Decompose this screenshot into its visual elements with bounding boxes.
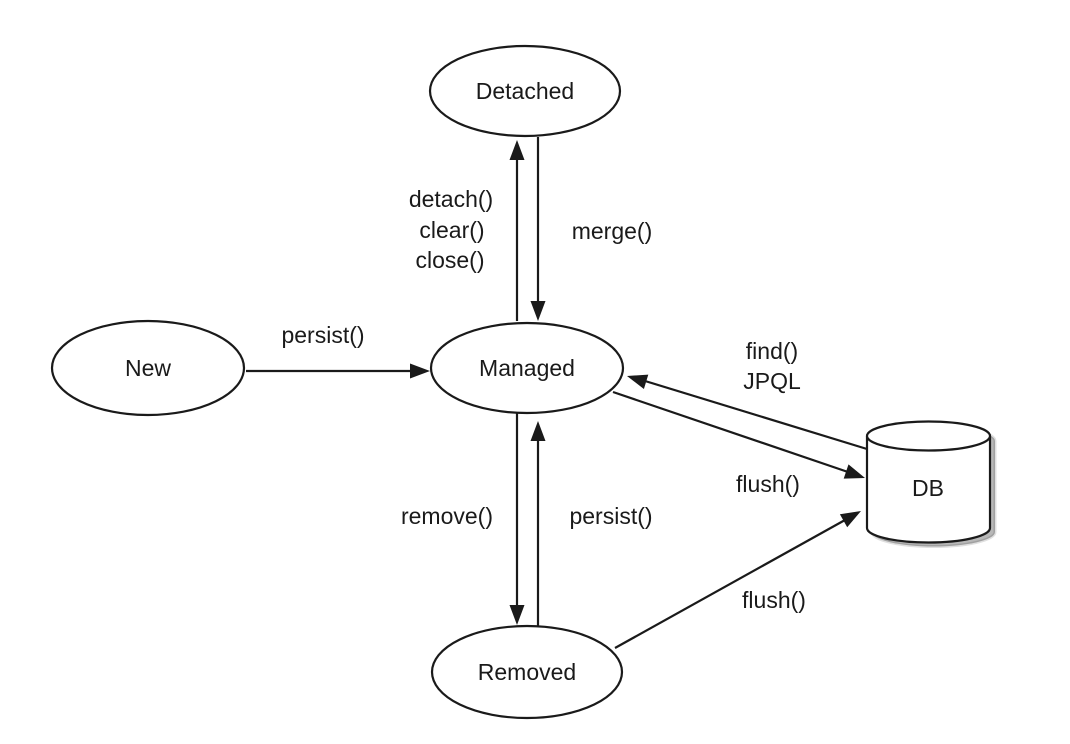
edge-persist-removed-arrowhead xyxy=(530,421,546,441)
node-db: DB xyxy=(865,420,997,548)
node-new-label: New xyxy=(125,355,171,381)
edge-persist-removed-to-managed: persist() xyxy=(530,421,653,627)
edge-find-line xyxy=(644,379,868,451)
node-removed-ellipse xyxy=(430,624,624,720)
edge-persist-new-to-managed-label: persist() xyxy=(281,322,364,348)
node-new: New xyxy=(50,319,246,417)
edge-flush-removed-label: flush() xyxy=(742,587,806,613)
edge-remove-label: remove() xyxy=(401,503,493,529)
edge-flush-removed-line xyxy=(614,519,846,649)
edge-flush-managed-to-db: flush() xyxy=(612,390,865,497)
edge-persist-new-to-managed: persist() xyxy=(246,322,430,379)
edge-detach-managed-to-detached: detach() clear() close() xyxy=(409,140,525,321)
node-removed: Removed xyxy=(430,624,624,720)
node-managed-label: Managed xyxy=(479,355,575,381)
edge-persist-new-to-managed-arrowhead xyxy=(410,363,430,379)
node-detached-ellipse xyxy=(428,44,622,138)
node-db-cylinder-top xyxy=(865,420,992,452)
node-detached-label: Detached xyxy=(476,78,574,104)
edge-jpql-label: JPQL xyxy=(743,368,801,394)
node-new-ellipse xyxy=(50,319,246,417)
edge-remove-managed-to-removed: remove() xyxy=(401,413,525,625)
node-removed-label: Removed xyxy=(478,659,576,685)
edge-detach-arrowhead xyxy=(509,140,525,160)
edge-flush-removed-to-db: flush() xyxy=(614,511,861,649)
edge-flush-removed-arrowhead xyxy=(839,511,861,528)
edge-flush-managed-line xyxy=(612,390,849,474)
edge-remove-arrowhead xyxy=(509,605,525,625)
edge-flush-managed-label: flush() xyxy=(736,471,800,497)
node-managed-ellipse xyxy=(429,321,625,415)
edge-persist-removed-label: persist() xyxy=(569,503,652,529)
edge-flush-managed-arrowhead xyxy=(843,464,865,479)
edge-merge-label: merge() xyxy=(572,218,653,244)
node-managed: Managed xyxy=(429,321,625,415)
edge-find-db-to-managed: find() JPQL xyxy=(627,338,868,451)
node-detached: Detached xyxy=(428,44,622,138)
edge-find-arrowhead xyxy=(627,374,649,389)
edge-merge-detached-to-managed: merge() xyxy=(530,137,653,321)
edge-merge-arrowhead xyxy=(530,301,546,321)
node-db-cylinder-body xyxy=(865,436,992,544)
edge-close-label: close() xyxy=(415,247,484,273)
node-db-label: DB xyxy=(912,475,944,501)
edge-detach-label: detach() xyxy=(409,186,493,212)
edge-find-label: find() xyxy=(746,338,798,364)
edge-clear-label: clear() xyxy=(419,217,484,243)
